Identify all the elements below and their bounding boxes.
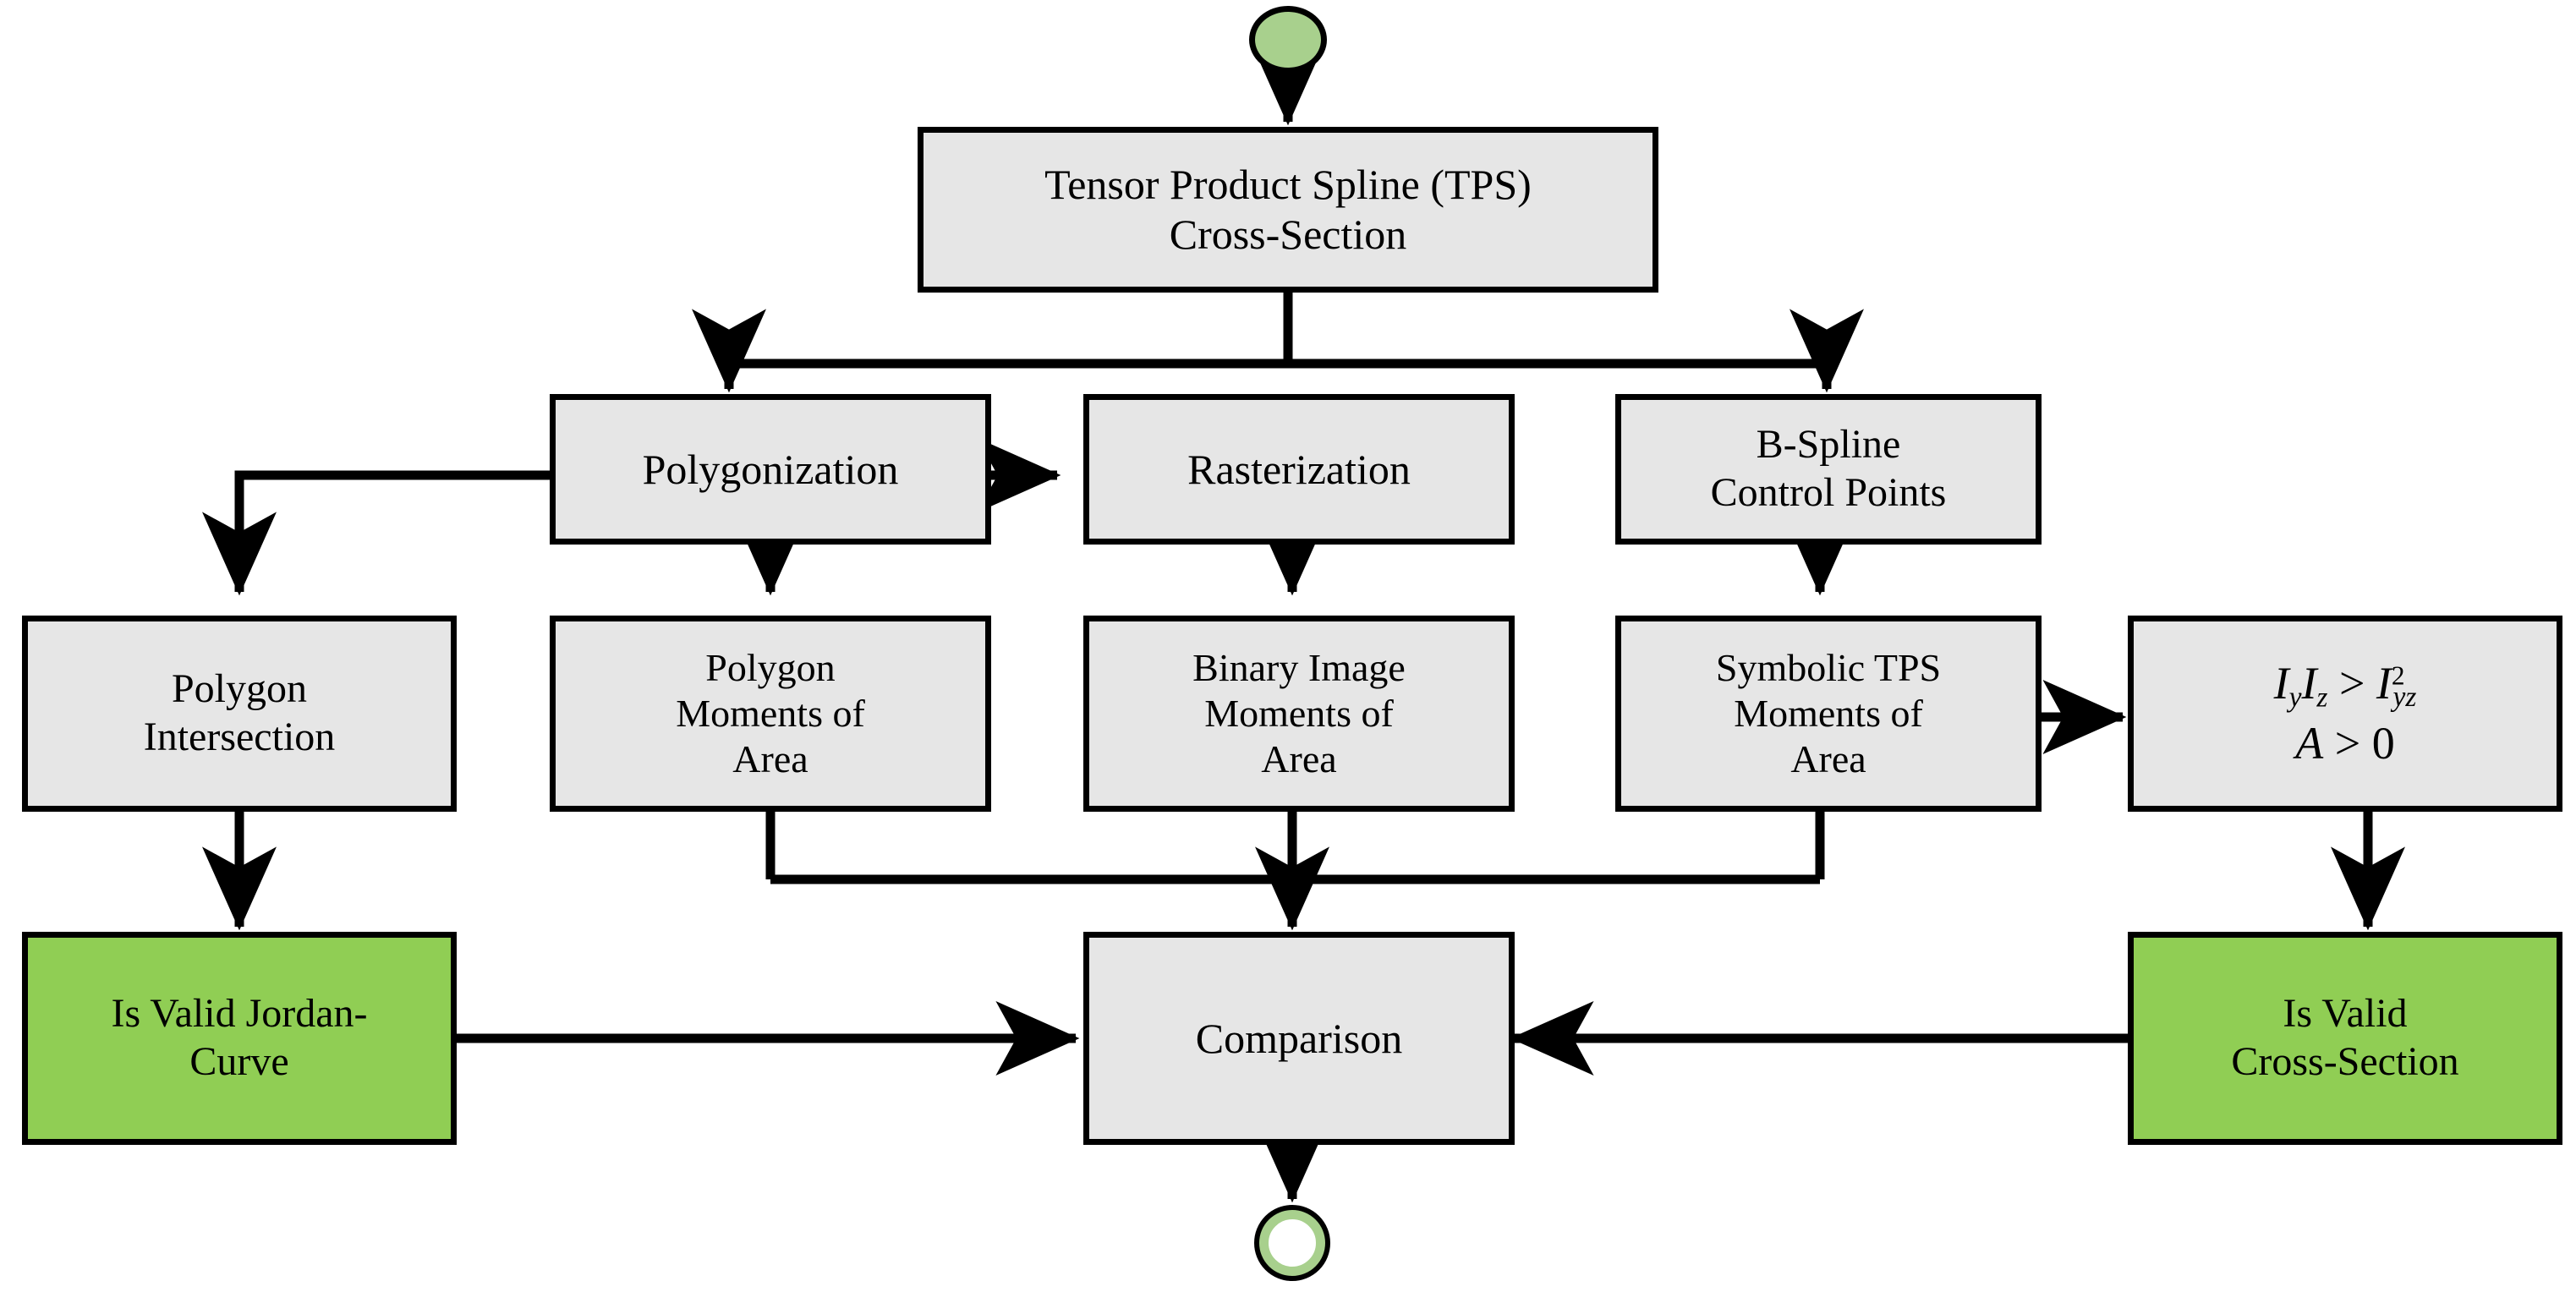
- node-label: Binary Image Moments of Area: [1192, 645, 1406, 781]
- node-label: IyIz > I2yz A > 0: [2266, 655, 2425, 773]
- node-tensor-product-spline[interactable]: Tensor Product Spline (TPS) Cross-Sectio…: [918, 127, 1658, 293]
- node-rasterization[interactable]: Rasterization: [1083, 394, 1515, 545]
- node-label: Comparison: [1195, 1014, 1403, 1062]
- node-polygon-intersection[interactable]: Polygon Intersection: [22, 616, 457, 812]
- end-node[interactable]: [1254, 1205, 1330, 1281]
- node-label: Polygonization: [642, 445, 899, 493]
- node-is-valid-cross-section[interactable]: Is Valid Cross-Section: [2128, 932, 2562, 1145]
- inequality-line-2: A > 0: [2295, 717, 2395, 769]
- node-polygon-moments-of-area[interactable]: Polygon Moments of Area: [550, 616, 991, 812]
- node-label: Is Valid Jordan- Curve: [111, 991, 368, 1084]
- node-bspline-control-points[interactable]: B-Spline Control Points: [1615, 394, 2042, 545]
- node-inequality-conditions[interactable]: IyIz > I2yz A > 0: [2128, 616, 2562, 812]
- end-node-ring: [1259, 1210, 1325, 1276]
- node-label: Rasterization: [1187, 445, 1411, 493]
- node-label: Symbolic TPS Moments of Area: [1715, 645, 1942, 781]
- node-binary-image-moments-of-area[interactable]: Binary Image Moments of Area: [1083, 616, 1515, 812]
- node-comparison[interactable]: Comparison: [1083, 932, 1515, 1145]
- node-polygonization[interactable]: Polygonization: [550, 394, 991, 545]
- node-label: Polygon Intersection: [143, 666, 336, 759]
- inequality-line-1: IyIz > I2yz: [2273, 657, 2417, 713]
- edge-polygonization-to-polygon-intersection: [202, 470, 550, 596]
- node-symbolic-tps-moments-of-area[interactable]: Symbolic TPS Moments of Area: [1615, 616, 2042, 812]
- node-label: Polygon Moments of Area: [676, 645, 865, 781]
- start-node[interactable]: [1249, 6, 1327, 74]
- node-label: Is Valid Cross-Section: [2231, 991, 2459, 1084]
- node-is-valid-jordan-curve[interactable]: Is Valid Jordan- Curve: [22, 932, 457, 1145]
- node-label: B-Spline Control Points: [1710, 422, 1947, 515]
- node-label: Tensor Product Spline (TPS) Cross-Sectio…: [1044, 161, 1532, 258]
